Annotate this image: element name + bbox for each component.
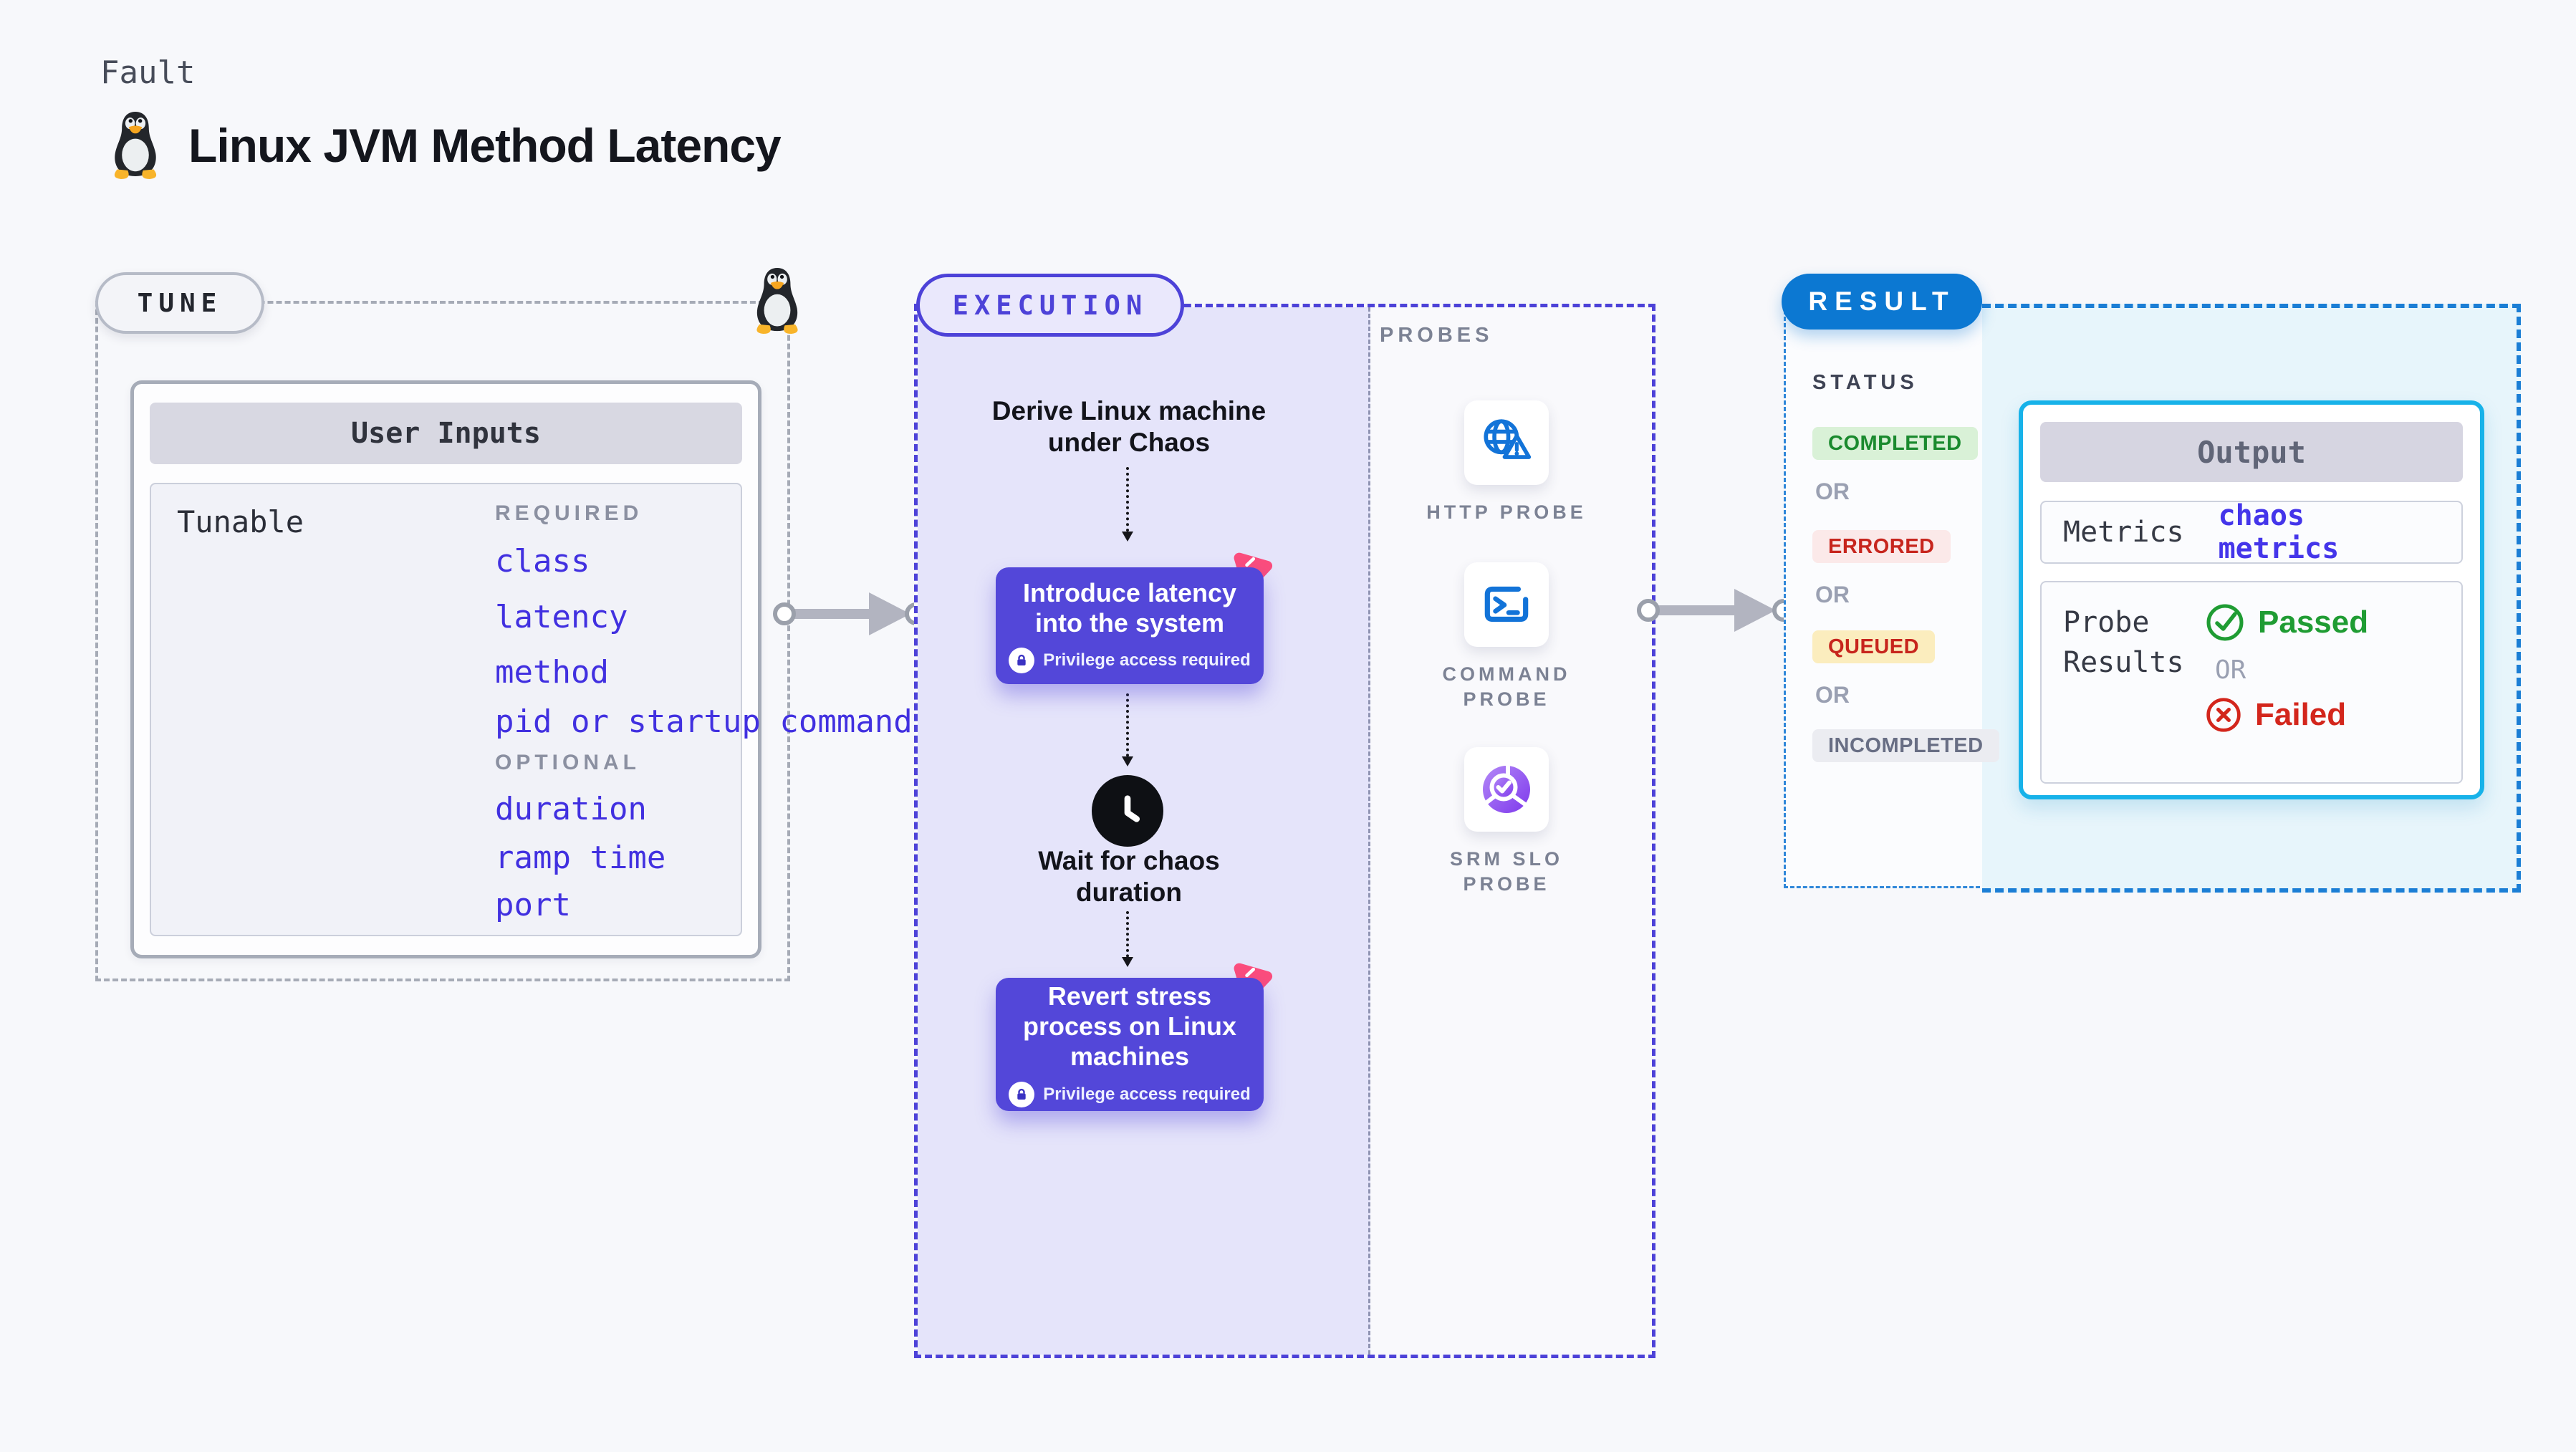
tunable-item: pid or startup command	[495, 703, 913, 740]
status-badge: COMPLETED	[1812, 427, 1978, 460]
privilege-badge: Privilege access required	[1009, 1081, 1251, 1107]
probe-results-label: Probe Results	[2063, 606, 2184, 679]
or-label: OR	[1815, 479, 1850, 504]
user-inputs-header: User Inputs	[150, 403, 742, 464]
action-title: Revert stress process on Linux machines	[1022, 981, 1237, 1071]
user-inputs-card: User Inputs Tunable REQUIRED class laten…	[130, 380, 913, 958]
execution-pill: EXECUTION	[916, 274, 1184, 337]
privilege-badge-label: Privilege access required	[1043, 1084, 1251, 1104]
metrics-label: Metrics	[2063, 516, 2184, 549]
fault-kicker: Fault	[100, 54, 196, 91]
metrics-value: chaos metrics	[2218, 499, 2340, 565]
revert-stress-step: Revert stress process on Linux machines …	[996, 978, 1264, 1111]
tunable-item: class	[495, 543, 590, 580]
tunable-item: method	[495, 654, 609, 691]
probe-name: SRM SLO PROBE	[1449, 848, 1563, 895]
action-title: Introduce latency into the system	[1022, 577, 1237, 638]
linux-tux-corner-icon	[756, 267, 798, 335]
wait-clock-icon	[1092, 775, 1163, 847]
status-column-label: STATUS	[1812, 371, 1918, 394]
tune-section-box	[95, 301, 790, 981]
tunable-row-label: Tunable	[177, 504, 304, 539]
probes-section-label: PROBES	[1380, 324, 1494, 347]
flow-connector-down	[1122, 911, 1133, 967]
or-label: OR	[2215, 655, 2246, 685]
probe-results-values: Passed OR Failed	[2205, 602, 2368, 762]
linux-tux-icon	[114, 112, 157, 179]
execution-section-box	[914, 304, 1655, 1358]
required-group-label: REQUIRED	[495, 501, 643, 525]
terminal-icon	[1484, 586, 1529, 622]
passed-label: Passed	[2258, 605, 2369, 640]
tune-to-execution-arrow	[773, 592, 928, 635]
probe-results-row: Probe Results Passed OR Failed	[2040, 581, 2463, 784]
passed-line: Passed	[2205, 602, 2368, 643]
tunables-panel: Tunable REQUIRED class latency method pi…	[150, 483, 913, 936]
output-header: Output	[2040, 422, 2463, 482]
page-title: Linux JVM Method Latency	[188, 119, 782, 172]
wait-step-text: Wait for chaos duration	[1038, 846, 1220, 907]
probe-name: COMMAND PROBE	[1442, 663, 1571, 711]
lock-icon	[1009, 1081, 1035, 1107]
failed-line: Failed	[2205, 696, 2368, 734]
page-title-row: Linux JVM Method Latency	[104, 109, 782, 182]
tunable-item: ramp time	[495, 840, 666, 876]
flow-connector-down	[1122, 693, 1133, 766]
or-label: OR	[1815, 582, 1850, 607]
status-badge: INCOMPLETED	[1812, 729, 1999, 762]
tunable-item: latency	[495, 599, 628, 635]
tunable-item: port	[495, 887, 571, 923]
slo-donut-icon	[1483, 764, 1530, 813]
status-badge: ERRORED	[1812, 530, 1951, 563]
derive-step-text: Derive Linux machine under Chaos	[991, 396, 1267, 457]
failed-label: Failed	[2255, 697, 2347, 732]
x-circle-icon	[2206, 698, 2241, 732]
tunable-item: duration	[495, 791, 647, 827]
metrics-row: Metrics chaos metrics	[2040, 499, 2463, 565]
result-pill: RESULT	[1782, 274, 1982, 330]
privilege-badge: Privilege access required	[1009, 648, 1251, 674]
execution-to-result-arrow	[1637, 589, 1794, 632]
command-probe-card	[1464, 562, 1549, 647]
globe-alert-icon	[1484, 419, 1532, 459]
output-card: Output Metrics chaos metrics Probe Resul…	[2019, 400, 2484, 799]
lock-icon	[1009, 648, 1035, 674]
optional-group-label: OPTIONAL	[495, 751, 640, 774]
srm-slo-probe-card	[1464, 747, 1549, 832]
http-probe-card	[1464, 400, 1549, 485]
privilege-badge-label: Privilege access required	[1043, 650, 1251, 670]
tune-pill: TUNE	[95, 272, 264, 334]
probe-name: HTTP PROBE	[1426, 501, 1587, 523]
or-label: OR	[1815, 682, 1850, 708]
status-badge: QUEUED	[1812, 630, 1936, 663]
introduce-latency-step: Introduce latency into the system Privil…	[996, 567, 1264, 684]
check-circle-icon	[2206, 604, 2244, 641]
flow-connector-down	[1122, 467, 1133, 542]
